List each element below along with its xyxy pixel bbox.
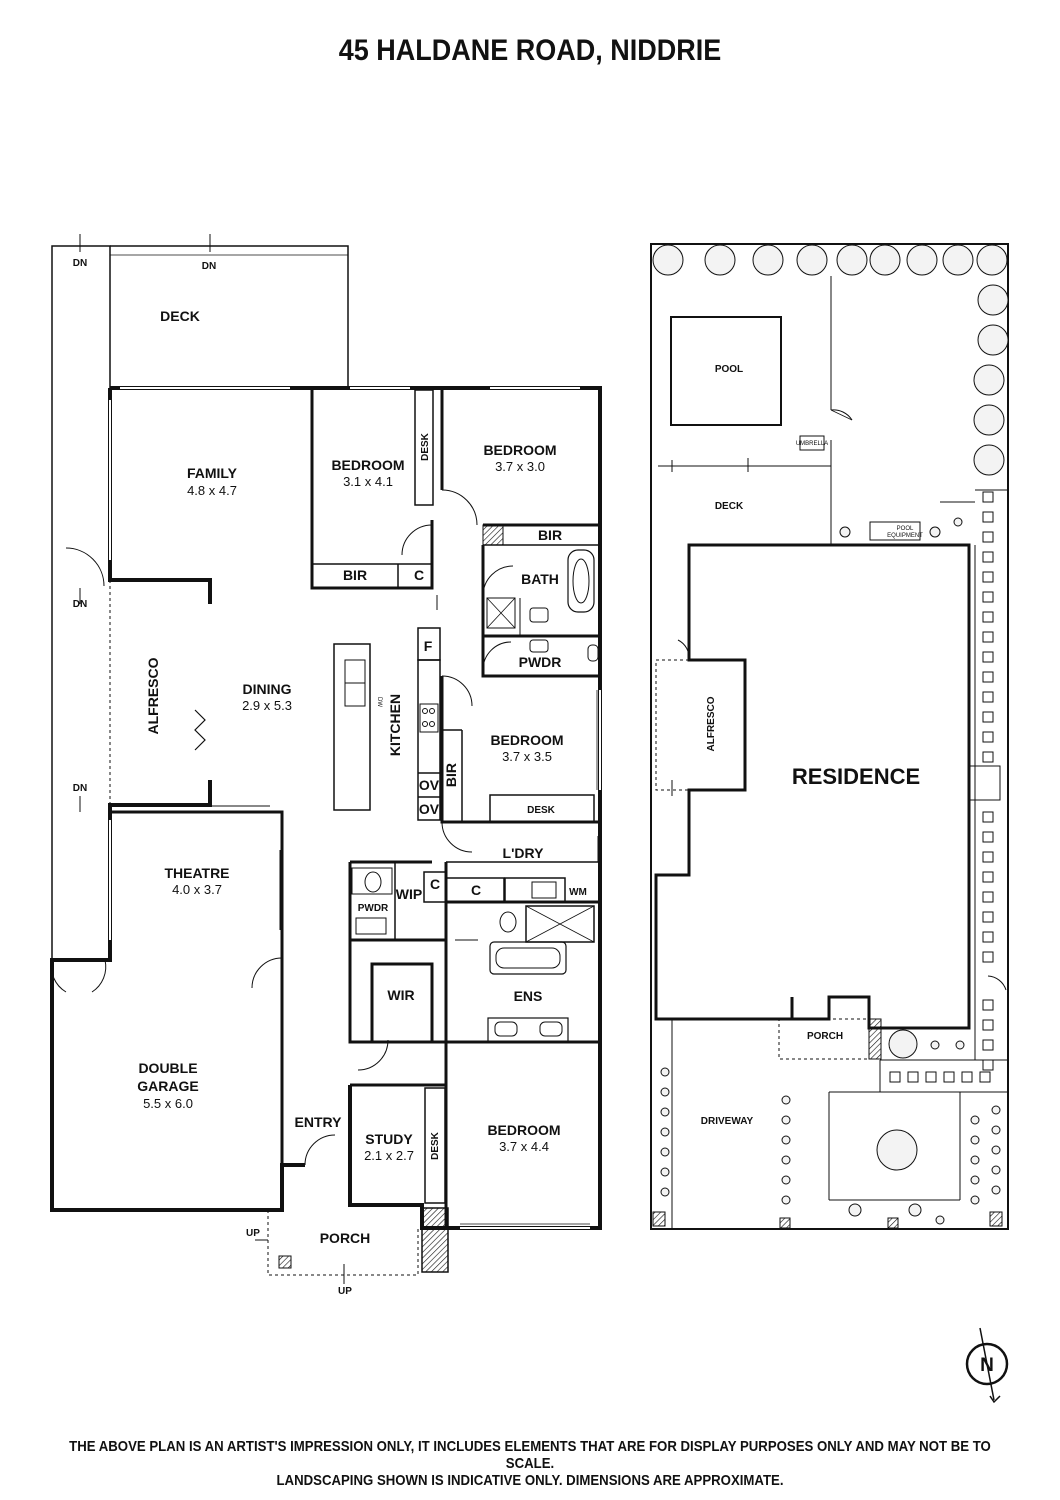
stair-up-1: UP: [246, 1228, 260, 1239]
room-alfresco: ALFRESCO: [145, 657, 161, 734]
site-pool: POOL: [715, 364, 743, 375]
room-bath: BATH: [521, 571, 559, 587]
desk-study: DESK: [430, 1131, 441, 1160]
room-family: FAMILY: [187, 465, 238, 481]
room-garage-line2: GARAGE: [137, 1078, 198, 1094]
page-title: 45 HALDANE ROAD, NIDDRIE: [338, 34, 722, 67]
desk-bedroom-1: DESK: [420, 432, 431, 461]
room-garage-line1: DOUBLE: [138, 1060, 197, 1076]
stair-up-2: UP: [338, 1286, 352, 1297]
site-plan: [650, 243, 1009, 1230]
room-laundry: L'DRY: [503, 845, 545, 861]
fridge: F: [424, 638, 433, 654]
stair-dn-1: DN: [73, 258, 87, 269]
room-dining-dims: 2.9 x 5.3: [242, 698, 292, 713]
cupboard-2: C: [430, 876, 440, 892]
room-family-dims: 4.8 x 4.7: [187, 483, 237, 498]
disclaimer-line-1: THE ABOVE PLAN IS AN ARTIST'S IMPRESSION…: [69, 1438, 991, 1472]
oven-1: OV: [419, 777, 440, 793]
site-alfresco: ALFRESCO: [706, 696, 717, 751]
stair-dn-2: DN: [202, 261, 216, 272]
room-bedroom-4: BEDROOM: [487, 1122, 560, 1138]
disclaimer-line-2: LANDSCAPING SHOWN IS INDICATIVE ONLY. DI…: [276, 1472, 784, 1489]
room-bedroom-2-dims: 3.7 x 3.0: [495, 459, 545, 474]
bir-bedroom-1: BIR: [343, 567, 367, 583]
room-garage-dims: 5.5 x 6.0: [143, 1096, 193, 1111]
room-bedroom-2: BEDROOM: [483, 442, 556, 458]
room-bedroom-3: BEDROOM: [490, 732, 563, 748]
site-umbrella: UMBRELLA: [796, 441, 828, 447]
room-bedroom-4-dims: 3.7 x 4.4: [499, 1139, 549, 1154]
cupboard-1: C: [414, 567, 424, 583]
site-porch: PORCH: [807, 1031, 843, 1042]
room-kitchen: KITCHEN: [387, 694, 403, 756]
room-bedroom-1-dims: 3.1 x 4.1: [343, 474, 393, 489]
oven-2: OV: [419, 801, 440, 817]
room-porch: PORCH: [320, 1230, 371, 1246]
site-residence: RESIDENCE: [792, 764, 920, 789]
site-pool-equipment-2: EQUIPMENT: [887, 533, 923, 539]
room-bedroom-1: BEDROOM: [331, 457, 404, 473]
desk-bedroom-3: DESK: [527, 805, 556, 816]
site-pool-equipment-1: POOL: [897, 526, 914, 532]
compass-label: N: [980, 1355, 994, 1376]
room-powder-2: PWDR: [358, 903, 389, 914]
room-theatre-dims: 4.0 x 3.7: [172, 882, 222, 897]
stair-dn-3: DN: [73, 599, 87, 610]
room-dining: DINING: [243, 681, 292, 697]
room-powder: PWDR: [519, 654, 562, 670]
stair-dn-4: DN: [73, 783, 87, 794]
room-ensuite: ENS: [514, 988, 543, 1004]
room-theatre: THEATRE: [164, 865, 229, 881]
room-wir: WIR: [387, 987, 414, 1003]
cupboard-3: C: [471, 882, 481, 898]
north-compass: N: [965, 1327, 1009, 1404]
room-entry: ENTRY: [295, 1114, 343, 1130]
dishwasher: DW: [376, 697, 382, 707]
room-deck: DECK: [160, 308, 200, 324]
room-wip: WIP: [396, 886, 422, 902]
bir-bedroom-2: BIR: [538, 527, 562, 543]
room-bedroom-3-dims: 3.7 x 3.5: [502, 749, 552, 764]
room-study: STUDY: [365, 1131, 413, 1147]
room-study-dims: 2.1 x 2.7: [364, 1148, 414, 1163]
washing-machine: WM: [569, 887, 587, 898]
bir-bedroom-3: BIR: [443, 763, 459, 787]
site-deck: DECK: [715, 501, 744, 512]
floor-plan: [50, 234, 602, 1284]
site-driveway: DRIVEWAY: [701, 1116, 754, 1127]
disclaimer: THE ABOVE PLAN IS AN ARTIST'S IMPRESSION…: [0, 1438, 1060, 1489]
